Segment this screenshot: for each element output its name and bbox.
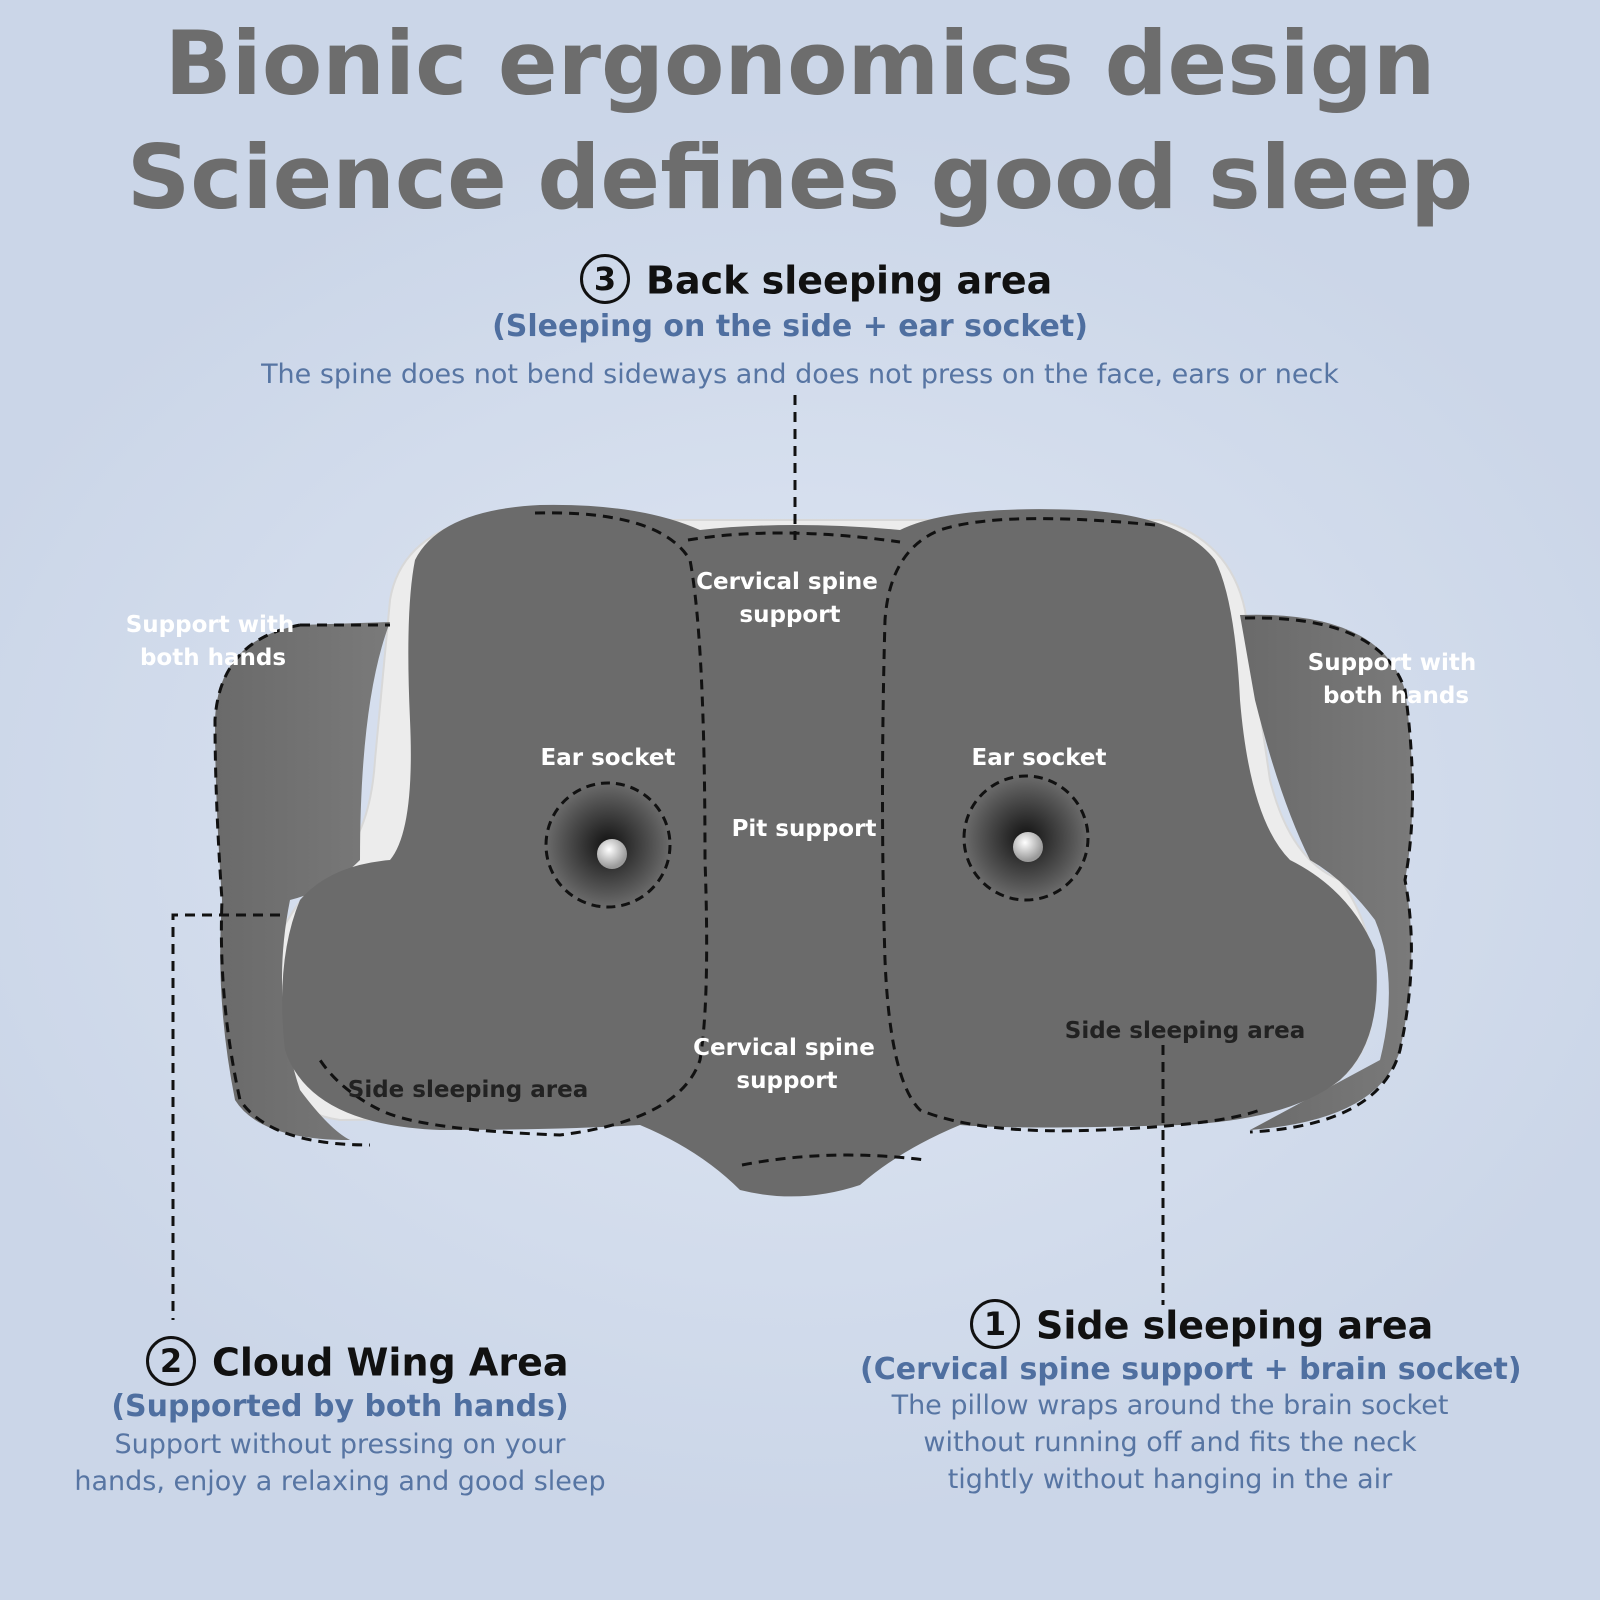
ear-socket-left-label: Ear socket (541, 745, 676, 771)
right-wing-shape (1240, 614, 1413, 1130)
back-area-title-text: Back sleeping area (646, 258, 1053, 303)
cloud-wing-subtitle: (Supported by both hands) (111, 1389, 569, 1424)
cloud-wing-description: Support without pressing on your hands, … (40, 1426, 640, 1500)
left-side-zone-outline (318, 511, 709, 1137)
headline-line-1: Bionic ergonomics design (164, 12, 1436, 115)
pit-support-label: Pit support (732, 816, 877, 842)
left-ear-socket-ball (597, 839, 627, 869)
cervical-top-label-2: support (739, 602, 840, 628)
side-area-description-line-1: The pillow wraps around the brain socket (891, 1390, 1449, 1421)
side-area-description: The pillow wraps around the brain socket… (860, 1387, 1480, 1498)
right-side-zone-outline (881, 517, 1261, 1133)
number-3-badge: 3 (580, 254, 630, 304)
cloud-wing-description-line-2: hands, enjoy a relaxing and good sleep (74, 1466, 606, 1497)
side-area-description-line-3: tightly without hanging in the air (947, 1464, 1393, 1495)
cervical-bottom-label-1: Cervical spine (693, 1035, 875, 1061)
number-2-badge: 2 (146, 1336, 196, 1386)
back-area-description: The spine does not bend sideways and doe… (261, 359, 1339, 390)
headline-line-2: Science defines good sleep (126, 126, 1474, 229)
side-sleeping-right-label: Side sleeping area (1065, 1018, 1305, 1044)
number-1-badge: 1 (970, 1299, 1020, 1349)
support-right-label-1: Support with (1308, 650, 1477, 676)
right-ear-socket-outline (962, 774, 1090, 902)
cloud-wing-title-text: Cloud Wing Area (212, 1340, 569, 1385)
cloud-wing-title: 2 Cloud Wing Area (146, 1336, 569, 1390)
right-ear-socket-ball (1013, 832, 1043, 862)
left-wing-outline (213, 623, 390, 1147)
cloud-wing-description-line-1: Support without pressing on your (114, 1429, 566, 1460)
right-wing-outline (1244, 616, 1414, 1134)
cervical-top-outline (687, 531, 901, 544)
back-area-subtitle: (Sleeping on the side + ear socket) (492, 309, 1088, 344)
support-left-label-2: both hands (140, 645, 286, 671)
cervical-bottom-outline (741, 1153, 926, 1167)
side-area-description-line-2: without running off and fits the neck (923, 1427, 1417, 1458)
side-sleeping-left-label: Side sleeping area (348, 1077, 588, 1103)
cervical-bottom-label-2: support (736, 1068, 837, 1094)
side-area-subtitle: (Cervical spine support + brain socket) (860, 1352, 1522, 1387)
cloud-wing-leader-line (171, 913, 280, 1320)
side-area-title-text: Side sleeping area (1036, 1303, 1434, 1348)
left-wing-shape (215, 622, 390, 1140)
back-area-title: 3 Back sleeping area (580, 254, 1053, 308)
support-right-label-2: both hands (1323, 683, 1469, 709)
ear-socket-right-label: Ear socket (972, 745, 1107, 771)
pillow-main-body (282, 504, 1377, 1197)
cervical-top-label-1: Cervical spine (696, 569, 878, 595)
left-ear-socket-outline (544, 781, 672, 909)
support-left-label-1: Support with (126, 612, 295, 638)
side-area-title: 1 Side sleeping area (970, 1299, 1434, 1353)
